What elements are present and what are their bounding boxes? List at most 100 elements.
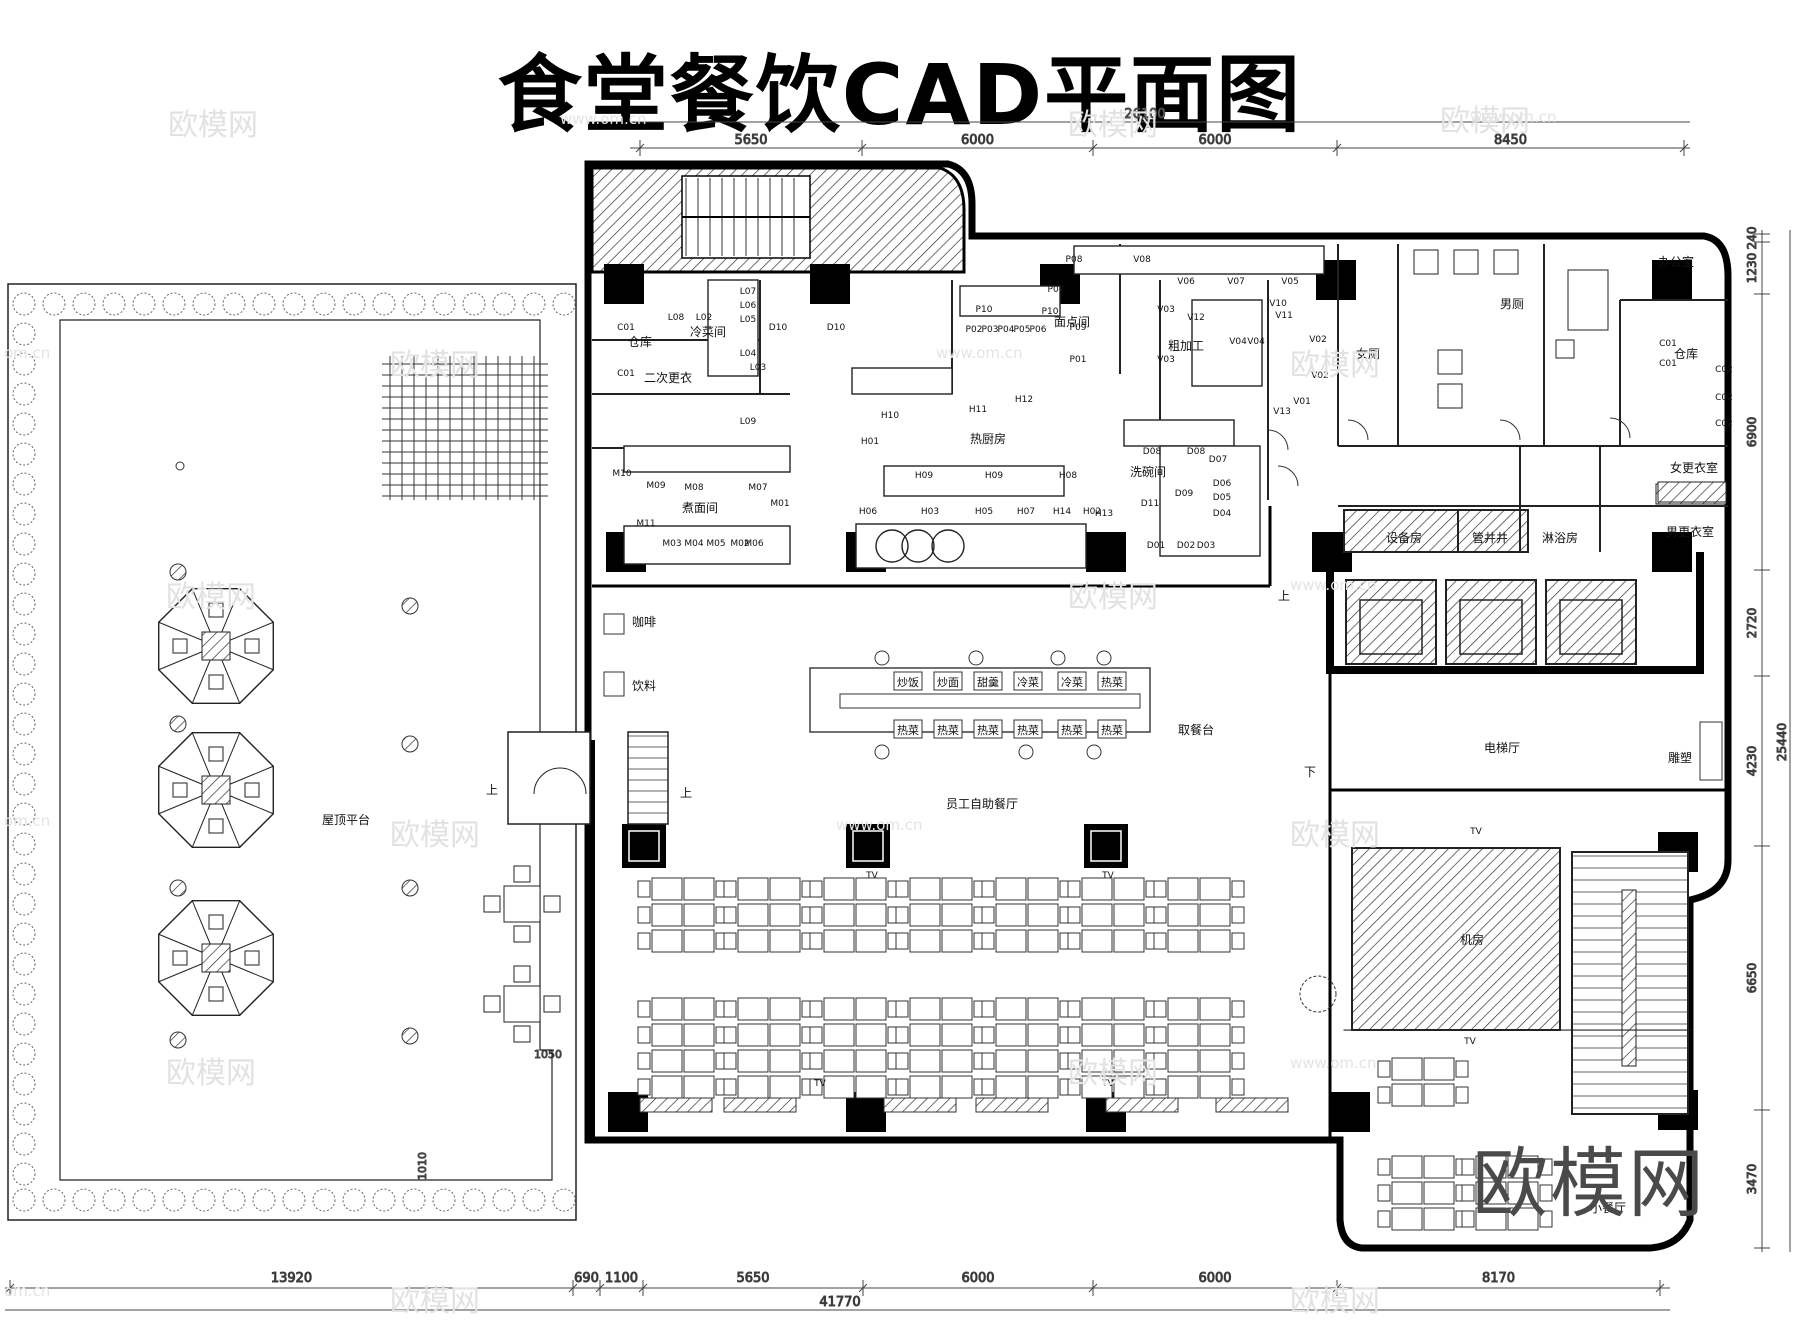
dining-table	[996, 930, 1026, 952]
dining-table	[738, 1076, 768, 1098]
dining-chair	[638, 1027, 650, 1043]
terrace-chair	[544, 896, 560, 912]
dining-chair	[1154, 933, 1166, 949]
dining-chair	[724, 881, 736, 897]
dining-chair	[1378, 1185, 1390, 1201]
dining-table	[1168, 1050, 1198, 1072]
dim-right-label: 2720	[1745, 608, 1759, 639]
dining-table	[1392, 1208, 1422, 1230]
terrace-chair	[514, 926, 530, 942]
label-garbage-shaft: 管井井	[1472, 530, 1508, 545]
dining-table	[1424, 1182, 1454, 1204]
dining-table	[942, 878, 972, 900]
watermark: 欧模网	[1290, 1276, 1380, 1320]
dining-table	[856, 1024, 886, 1046]
dining-table	[1028, 904, 1058, 926]
dining-table	[1082, 904, 1112, 926]
dining-table	[770, 904, 800, 926]
dining-table	[1200, 930, 1230, 952]
dining-chair	[896, 1001, 908, 1017]
planter-shrub	[13, 1189, 35, 1211]
dining-table	[942, 904, 972, 926]
dining-table	[1392, 1156, 1422, 1178]
dining-table	[824, 1076, 854, 1098]
label-rough-processing: 粗加工	[1168, 339, 1204, 353]
tv-label: TV	[813, 1079, 826, 1089]
dining-table	[1028, 998, 1058, 1020]
dining-table	[770, 930, 800, 952]
watermark: 欧模网	[390, 340, 480, 384]
terrace-chair	[245, 639, 259, 653]
dining-table	[684, 998, 714, 1020]
equipment-code: D09	[1175, 489, 1194, 499]
planter-shrub	[163, 293, 185, 315]
dining-chair	[1068, 933, 1080, 949]
planter-shrub	[163, 1189, 185, 1211]
equipment-code: V11	[1275, 311, 1293, 321]
planter-shrub	[373, 1189, 395, 1211]
structural-column	[1330, 1092, 1370, 1132]
equipment-code: D10	[827, 323, 846, 333]
equipment-code: M07	[748, 483, 767, 493]
planter-shrub	[13, 863, 35, 885]
equipment-code: C02	[1715, 419, 1733, 429]
dining-chair	[724, 1079, 736, 1095]
planter-shrub	[103, 1189, 125, 1211]
equipment-code: L02	[696, 313, 712, 323]
planter-shrub	[403, 293, 425, 315]
dining-table	[1114, 878, 1144, 900]
potted-plant	[402, 880, 418, 896]
label-cold-dish: 冷菜间	[690, 325, 726, 339]
dining-table	[652, 904, 682, 926]
dining-chair	[724, 1053, 736, 1069]
dining-chair	[810, 933, 822, 949]
dining-table	[996, 998, 1026, 1020]
dining-chair	[810, 1027, 822, 1043]
planter-shrub	[493, 293, 515, 315]
planter-shrub	[13, 383, 35, 405]
ceiling-light	[969, 651, 983, 665]
dining-table	[1082, 878, 1112, 900]
tv-label: TV	[865, 871, 878, 881]
equipment-code: M10	[612, 469, 631, 479]
watermark: 欧模网	[166, 572, 256, 616]
watermark: 欧模网	[166, 1048, 256, 1092]
dining-chair	[638, 907, 650, 923]
planter-shrub	[313, 293, 335, 315]
equipment-code: D08	[1143, 447, 1162, 457]
watermark-url-short: om.cn	[4, 344, 50, 362]
dining-chair	[1232, 1001, 1244, 1017]
dining-chair	[1068, 907, 1080, 923]
equipment-code: L04	[740, 349, 757, 359]
dining-table	[1028, 1024, 1058, 1046]
planter-shrub	[133, 293, 155, 315]
sculpture-plinth	[1700, 722, 1722, 780]
dining-table	[1424, 1084, 1454, 1106]
dining-table	[652, 1024, 682, 1046]
watermark: 欧模网	[168, 100, 258, 144]
dim-bottom-label: 6000	[1198, 1271, 1231, 1286]
label-storage-right: 仓库	[1674, 346, 1698, 361]
dining-chair	[982, 1053, 994, 1069]
dining-chair	[1232, 1079, 1244, 1095]
equipment-code: P10	[1042, 307, 1059, 317]
window-planter	[1216, 1098, 1288, 1112]
planter-shrub	[253, 293, 275, 315]
dining-table	[1168, 1076, 1198, 1098]
label-sculpture: 雕塑	[1668, 750, 1692, 765]
equipment-code: M11	[636, 519, 655, 529]
dining-table	[824, 930, 854, 952]
serving-bottom-label: 热菜	[1101, 724, 1123, 737]
dining-chair	[1378, 1211, 1390, 1227]
dining-table	[684, 930, 714, 952]
dining-table	[824, 904, 854, 926]
label-shower-room: 淋浴房	[1542, 530, 1578, 545]
equipment-code: L09	[740, 417, 757, 427]
planter-shrub	[13, 953, 35, 975]
label-machine-room: 机房	[1460, 932, 1484, 947]
dim-top-label: 6000	[961, 133, 994, 148]
brand-watermark: 欧模网	[1472, 1122, 1706, 1232]
planter-shrub	[13, 593, 35, 615]
potted-plant	[402, 1028, 418, 1044]
dining-chair	[638, 1079, 650, 1095]
